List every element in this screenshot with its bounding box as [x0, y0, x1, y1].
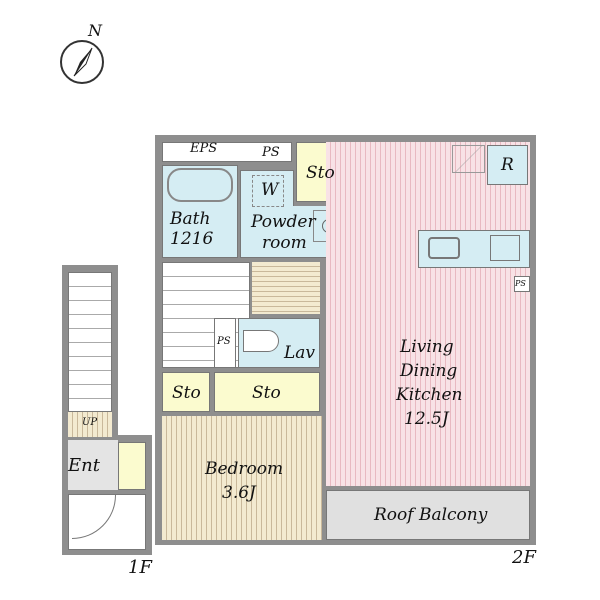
eps-label: EPS [190, 141, 218, 156]
floor-2f-label: 2F [512, 547, 536, 568]
ldk-label-1: Living [400, 337, 454, 357]
powder-label-2: room [262, 233, 307, 253]
entrance-door[interactable] [68, 494, 146, 550]
bathtub-icon [167, 168, 233, 202]
cabinet [452, 145, 485, 173]
eps-ps-space [162, 142, 292, 162]
ldk-size: 12.5J [404, 409, 449, 429]
compass-label: N [88, 21, 102, 40]
refrigerator [487, 145, 528, 185]
north-arrow-icon [73, 47, 93, 77]
storage-1 [162, 372, 210, 412]
storage-2-label: Sto [252, 383, 281, 403]
living-dining-kitchen [326, 142, 530, 486]
washer-space [252, 175, 284, 207]
shoe-cabinet [118, 442, 146, 490]
washer-label: W [261, 180, 279, 200]
bedroom-size: 3.6J [222, 483, 256, 503]
stair-landing [252, 262, 320, 314]
floor-1f-label: 1F [128, 557, 152, 578]
bath-size: 1216 [170, 229, 214, 249]
lav-label: Lav [284, 343, 316, 363]
ldk-label-2: Dining [400, 361, 458, 381]
stairs-1f [68, 272, 112, 412]
bedroom-label: Bedroom [205, 459, 284, 479]
ps-lav [214, 318, 236, 368]
ps-label: PS [262, 145, 280, 160]
ldk-label-3: Kitchen [396, 385, 463, 405]
stove-icon [490, 235, 520, 261]
bedroom [162, 416, 322, 540]
powder-label: Powder [251, 212, 316, 232]
ps-kitchen [514, 276, 530, 292]
storage-top-label: Sto [306, 163, 335, 183]
ps-lav-label: PS [217, 336, 231, 347]
kitchen-sink-icon [428, 237, 460, 259]
bath-label: Bath [170, 209, 211, 229]
up-label: UP [82, 417, 98, 428]
roof-balcony [326, 490, 530, 540]
balcony-label: Roof Balcony [374, 505, 488, 525]
compass [60, 40, 104, 84]
kitchen-counter [418, 230, 530, 268]
entrance [68, 440, 118, 490]
storage-1-label: Sto [172, 383, 201, 403]
stair-up-step [68, 412, 112, 437]
entrance-label: Ent [68, 455, 100, 476]
stairs-2f [162, 262, 250, 368]
ps-kitchen-label: PS [515, 279, 526, 288]
refrigerator-label: R [501, 155, 514, 175]
storage-2 [214, 372, 320, 412]
toilet-icon [243, 330, 279, 352]
